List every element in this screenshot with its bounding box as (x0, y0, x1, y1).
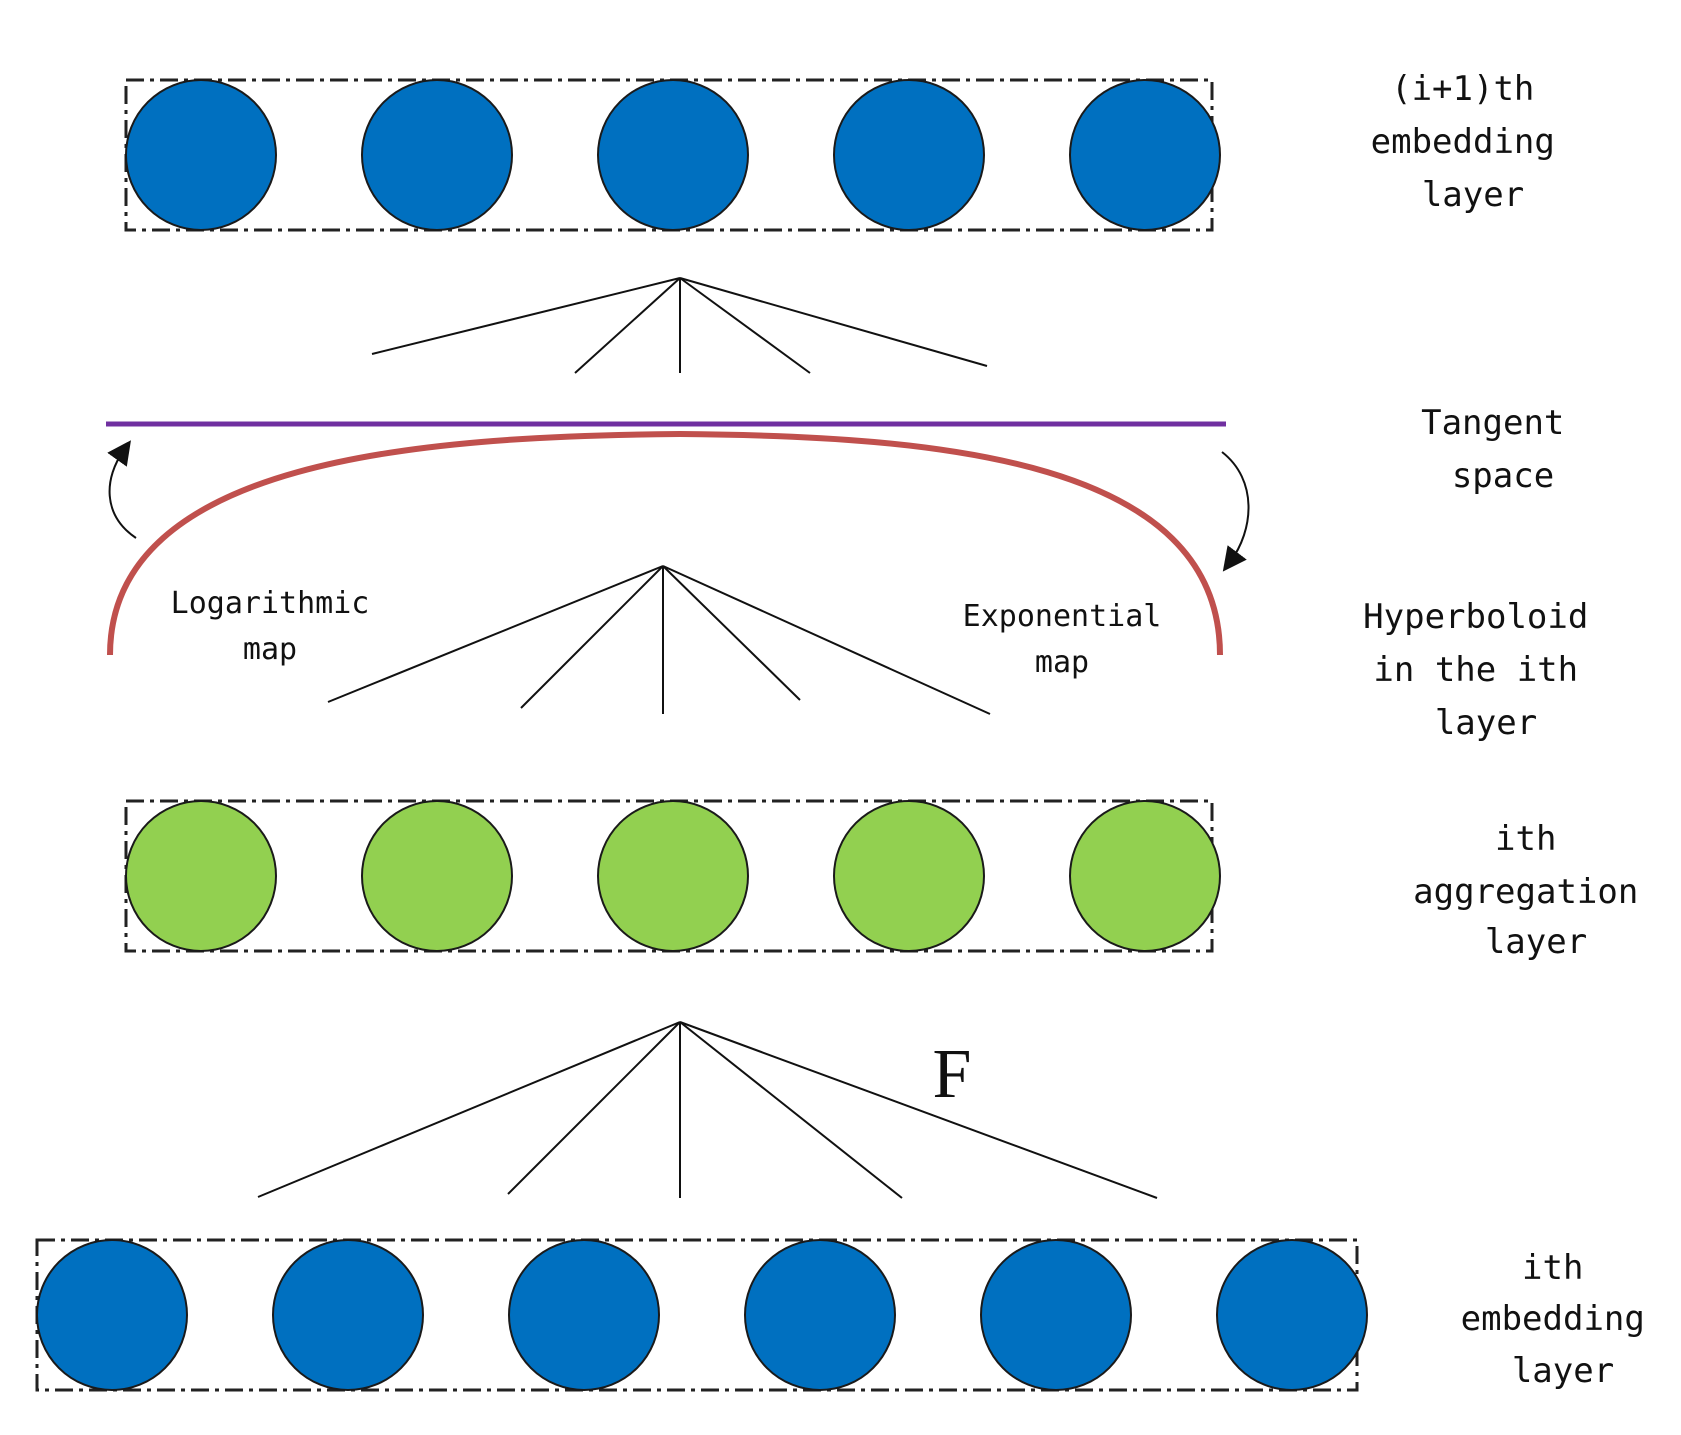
bottom-embedding-line: ith (1522, 1248, 1583, 1288)
exp-map-label: Exponential (963, 599, 1162, 634)
hyperboloid-line: Hyperboloid (1363, 597, 1588, 637)
embedding-node (1216, 1239, 1368, 1391)
upper-fan-edge (679, 277, 811, 374)
bottom-embedding-box (35, 1238, 1359, 1392)
top-embedding-line: (i+1)th (1391, 69, 1534, 109)
upper-fan-edge (679, 277, 988, 367)
upper-fan (371, 277, 988, 374)
aggregation-node (833, 800, 985, 952)
embedding-node (508, 1239, 660, 1391)
aggregation-line: ith (1495, 819, 1556, 859)
top-embedding-nodes (125, 79, 1221, 231)
hyperboloid-label: Hyperboloid in the ith layer (1363, 597, 1609, 743)
hyperboloid-line: layer (1435, 703, 1537, 743)
logarithmic-map-arrow-icon (107, 440, 137, 539)
middle-fan-edge (662, 565, 991, 715)
aggregation-node (361, 800, 513, 952)
aggregation-node (597, 800, 749, 952)
middle-fan (327, 565, 991, 715)
embedding-node (980, 1239, 1132, 1391)
aggregation-node (1069, 800, 1221, 952)
embedding-node (272, 1239, 424, 1391)
aggregation-line: aggregation (1413, 872, 1638, 912)
aggregation-line: layer (1485, 922, 1587, 962)
tangent-space-label: Tangent space (1421, 403, 1585, 496)
lower-fan-edge (507, 1021, 681, 1195)
bottom-embedding-line: embedding (1461, 1299, 1645, 1339)
embedding-node (36, 1239, 188, 1391)
aggregation-label: ith aggregation layer (1413, 819, 1659, 962)
exp-map-label: map (1035, 645, 1089, 680)
upper-fan-edge (371, 277, 681, 355)
log-map-label: Logarithmic (171, 586, 370, 621)
tangent-space-line-text: space (1452, 456, 1554, 496)
hyperboloid-curve (107, 430, 1223, 656)
log-map-label: map (243, 632, 297, 667)
function-f-label: F (933, 1036, 972, 1113)
top-embedding-layer (124, 78, 1221, 232)
lower-fan-edge (679, 1021, 1158, 1199)
bottom-embedding-label: ith embedding layer (1461, 1248, 1666, 1391)
bottom-embedding-nodes (36, 1239, 1368, 1391)
upper-fan-edge (574, 277, 681, 374)
tangent-space-line-text: Tangent (1421, 403, 1564, 443)
top-embedding-label: (i+1)th embedding layer (1371, 69, 1576, 215)
bottom-embedding-line: layer (1512, 1351, 1614, 1391)
embedding-node (125, 79, 277, 231)
embedding-node (833, 79, 985, 231)
log-map-line: map (243, 632, 297, 667)
aggregation-layer (124, 799, 1221, 953)
exponential-map-arrow-icon (1221, 451, 1250, 572)
embedding-node (597, 79, 749, 231)
exp-map-line: map (1035, 645, 1089, 680)
hyperboloid-line: in the ith (1373, 650, 1578, 690)
embedding-node (744, 1239, 896, 1391)
aggregation-nodes (125, 800, 1221, 952)
middle-fan-edge (327, 565, 664, 703)
top-embedding-line: layer (1422, 175, 1524, 215)
middle-fan-edge (520, 565, 664, 709)
lower-fan-edge (257, 1021, 681, 1198)
log-map-line: Logarithmic (171, 586, 370, 621)
lower-fan-edge (679, 1021, 903, 1199)
top-embedding-line: embedding (1371, 122, 1555, 162)
embedding-node (361, 79, 513, 231)
right-labels: (i+1)th embedding layer Tangent space Hy… (1363, 69, 1666, 1391)
bottom-embedding-layer (35, 1238, 1368, 1392)
embedding-node (1069, 79, 1221, 231)
aggregation-node (125, 800, 277, 952)
middle-fan-edge (662, 565, 801, 701)
exp-map-line: Exponential (963, 599, 1162, 634)
lower-fan (257, 1021, 1158, 1199)
